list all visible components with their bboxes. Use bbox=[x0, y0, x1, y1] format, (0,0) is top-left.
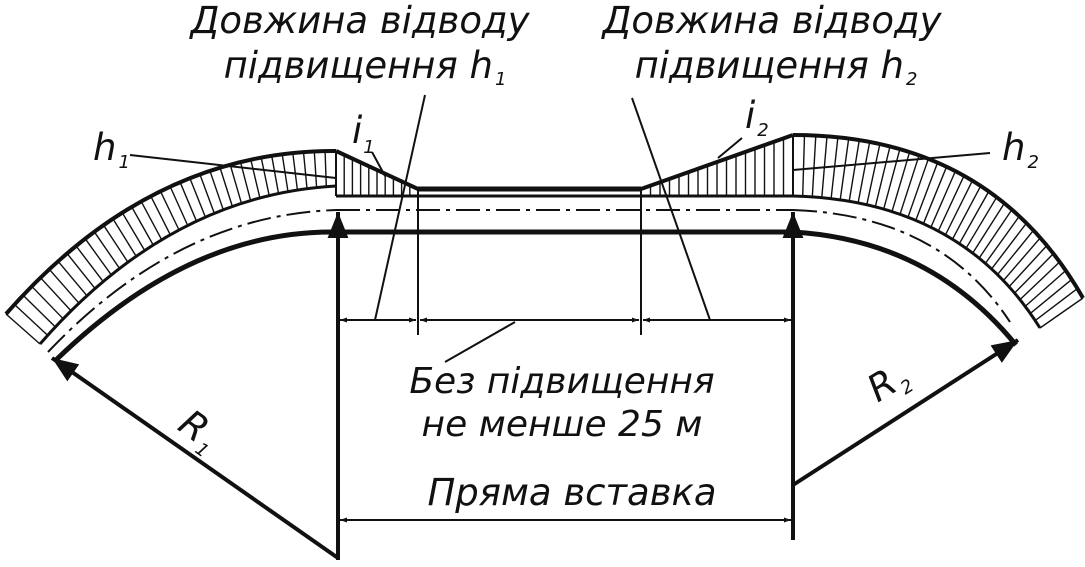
hatch-line bbox=[978, 209, 1013, 259]
label-r2: R2 bbox=[860, 353, 918, 414]
hatch-line bbox=[199, 174, 215, 214]
hatch-line bbox=[271, 155, 280, 194]
hatch-line bbox=[48, 268, 80, 304]
label-i1: i1 bbox=[352, 109, 375, 158]
hatch-line bbox=[260, 157, 270, 196]
right-ramp bbox=[640, 133, 794, 191]
hatch-line bbox=[1002, 237, 1041, 282]
hatch-line bbox=[189, 177, 207, 218]
hatch-line bbox=[209, 170, 224, 211]
hatch-line bbox=[93, 231, 121, 269]
label-straight-insert: Пряма вставка bbox=[427, 471, 716, 514]
left-curve-axis bbox=[47, 209, 337, 353]
hatch-line bbox=[112, 218, 137, 257]
right-curve-base-line bbox=[792, 194, 1042, 329]
left-curve-outer-rail bbox=[4, 148, 337, 316]
hatch-line bbox=[899, 155, 920, 215]
leader-right-length bbox=[631, 97, 711, 321]
hatch-line bbox=[866, 143, 881, 205]
hatch-line bbox=[922, 166, 948, 224]
hatch-line bbox=[140, 201, 163, 241]
label-no-cant-line1: Без підвищення bbox=[409, 361, 714, 402]
hatch-line bbox=[66, 253, 96, 290]
hatch-line bbox=[84, 238, 112, 276]
label-right-runoff-line1: Довжина відводу bbox=[601, 0, 943, 42]
hatch-line bbox=[996, 229, 1035, 276]
hatch-line bbox=[292, 152, 299, 191]
radius-r2-line bbox=[791, 338, 1020, 487]
hatch-line bbox=[219, 167, 234, 207]
hatch-line bbox=[830, 137, 839, 199]
hatch-line bbox=[802, 135, 806, 197]
leader-h1 bbox=[129, 154, 337, 179]
hatch-line bbox=[937, 175, 965, 232]
hatch-line bbox=[22, 294, 56, 328]
hatch-line bbox=[103, 224, 129, 263]
leader-left-length bbox=[374, 94, 426, 321]
hatch-line bbox=[131, 206, 154, 246]
right-curve-outer-rail bbox=[792, 133, 1085, 299]
leader-i1 bbox=[371, 151, 386, 177]
hatch-line bbox=[1019, 261, 1061, 301]
hatch-line bbox=[991, 222, 1028, 270]
hatch-line bbox=[915, 162, 939, 221]
leader-i2 bbox=[717, 137, 743, 159]
right-curve-axis bbox=[792, 209, 1011, 323]
hatch-line bbox=[883, 148, 901, 210]
right-curve-inner-rail bbox=[792, 229, 1018, 347]
label-no-cant-line2: не менше 25 м bbox=[422, 404, 703, 445]
hatch-line bbox=[839, 138, 850, 200]
radius-r1-line bbox=[50, 356, 340, 560]
hatch-line bbox=[5, 313, 41, 345]
hatch-line bbox=[1014, 253, 1054, 294]
hatch-line bbox=[31, 285, 64, 320]
hatch-line bbox=[958, 191, 990, 244]
left-curve-base-line bbox=[38, 184, 337, 345]
hatch-line bbox=[75, 245, 104, 283]
hatch-line bbox=[907, 158, 930, 218]
left-curve-inner-rail bbox=[54, 229, 337, 362]
hatch-line bbox=[848, 139, 860, 202]
hatch-line bbox=[1034, 288, 1078, 322]
hatch-line bbox=[159, 190, 180, 231]
hatch-line bbox=[965, 196, 998, 249]
left-ramp bbox=[335, 149, 419, 191]
hatch-line bbox=[313, 151, 318, 188]
hatch-line bbox=[857, 141, 871, 204]
hatch-line bbox=[229, 164, 243, 204]
cant-hatching bbox=[5, 135, 1084, 345]
hatch-line bbox=[150, 195, 171, 236]
hatch-line bbox=[1024, 269, 1067, 307]
hatch-line bbox=[302, 152, 308, 189]
leader-h2 bbox=[792, 152, 991, 171]
hatch-line bbox=[1008, 245, 1048, 288]
hatch-line bbox=[121, 212, 146, 251]
hatch-line bbox=[944, 180, 974, 236]
hatch-line bbox=[951, 185, 982, 240]
hatch-line bbox=[874, 146, 891, 207]
hatch-line bbox=[39, 277, 72, 312]
leader-no-cant bbox=[444, 321, 516, 363]
label-r1: R1 bbox=[169, 401, 228, 462]
hatch-line bbox=[169, 186, 189, 226]
hatch-line bbox=[984, 215, 1020, 264]
hatch-line bbox=[324, 151, 327, 187]
hatch-line bbox=[179, 181, 198, 222]
hatch-line bbox=[891, 151, 911, 212]
hatch-line bbox=[250, 159, 261, 199]
hatch-line bbox=[972, 202, 1005, 254]
hatch-line bbox=[930, 170, 957, 228]
hatch-line bbox=[1039, 297, 1084, 329]
hatch-line bbox=[57, 260, 88, 297]
hatch-line bbox=[1029, 278, 1073, 314]
hatch-line bbox=[14, 303, 49, 336]
hatch-line bbox=[811, 135, 817, 197]
label-left-runoff-line1: Довжина відводу bbox=[189, 0, 531, 42]
